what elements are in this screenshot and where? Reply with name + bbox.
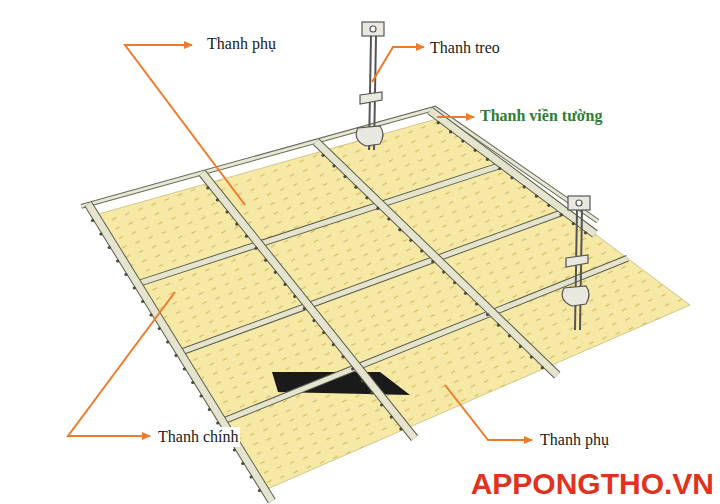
runner-hole: [250, 475, 253, 478]
runner-hole: [293, 295, 296, 298]
runner-hole: [274, 271, 277, 274]
part-label: Thanh treo: [428, 38, 502, 58]
runner-hole: [437, 121, 440, 124]
runner-hole: [354, 186, 357, 189]
runner-hole: [572, 222, 575, 225]
leader-lines: [68, 45, 532, 440]
runner-hole: [559, 213, 562, 216]
runner-hole: [486, 313, 489, 316]
runner-hole: [199, 394, 202, 397]
runner-hole: [530, 355, 533, 358]
runner-hole: [216, 198, 219, 201]
runner-hole: [510, 176, 513, 179]
runner-hole: [225, 210, 228, 213]
runner-hole: [351, 367, 354, 370]
main-runner: [430, 111, 595, 234]
runner-hole: [233, 448, 236, 451]
runner-hole: [343, 175, 346, 178]
runner-hole: [206, 186, 209, 189]
main-runner: [88, 204, 272, 501]
runner-hole: [523, 185, 526, 188]
runner-hole: [124, 273, 127, 276]
main-runner: [202, 173, 414, 438]
runner-hole: [380, 403, 383, 406]
runner-hole: [303, 307, 306, 310]
runner-hole: [149, 313, 152, 316]
runner-hole: [535, 195, 538, 198]
runner-hole: [264, 259, 267, 262]
runner-hole: [442, 271, 445, 274]
runner-hole: [133, 286, 136, 289]
runner-hole: [241, 462, 244, 465]
watermark: APPONGTHO.VN: [469, 466, 716, 501]
runner-hole: [473, 149, 476, 152]
runner-hole: [99, 232, 102, 235]
runner-hole: [321, 154, 324, 157]
main-runner: [202, 173, 414, 438]
part-label: Thanh chính: [156, 427, 240, 447]
runner-hole: [332, 164, 335, 167]
runner-hole: [141, 300, 144, 303]
runner-hole: [508, 334, 511, 337]
main-runner: [430, 111, 595, 234]
runner-hole: [398, 228, 401, 231]
runner-hole: [332, 343, 335, 346]
runner-hole: [258, 489, 261, 492]
grid-bars: [81, 108, 627, 501]
runner-hole: [365, 196, 368, 199]
runner-hole: [254, 247, 257, 250]
runner-hole: [183, 367, 186, 370]
part-label: Thanh phụ: [205, 34, 278, 54]
cross-tee: [223, 258, 628, 421]
runner-hole: [245, 235, 248, 238]
runner-hole: [216, 421, 219, 424]
runner-hole: [235, 222, 238, 225]
runner-hole: [453, 281, 456, 284]
runner-hole: [312, 319, 315, 322]
runner-hole: [191, 381, 194, 384]
runner-hole: [475, 302, 478, 305]
runner-hole: [497, 324, 500, 327]
runner-hole: [519, 345, 522, 348]
runner-hole: [208, 408, 211, 411]
runner-hole: [498, 167, 501, 170]
runner-hole: [390, 415, 393, 418]
part-label: Thanh phụ: [538, 430, 611, 450]
runner-hole: [387, 217, 390, 220]
ceiling-panels: [95, 118, 690, 490]
hanger-2: [562, 196, 590, 330]
runner-hole: [420, 249, 423, 252]
cross-tee: [223, 258, 628, 421]
runner-hole: [361, 379, 364, 382]
runner-hole: [116, 259, 119, 262]
runner-hole: [108, 246, 111, 249]
runner-hole: [341, 355, 344, 358]
runner-hole: [174, 354, 177, 357]
runner-hole: [166, 340, 169, 343]
hanger-1: [356, 22, 384, 150]
runner-hole: [283, 283, 286, 286]
runner-hole: [584, 231, 587, 234]
runner-hole: [399, 428, 402, 431]
runner-hole: [322, 331, 325, 334]
part-label: Thanh viền tường: [478, 106, 605, 126]
runner-hole: [158, 327, 161, 330]
runner-hole: [541, 366, 544, 369]
runner-hole: [370, 391, 373, 394]
runner-hole: [91, 219, 94, 222]
runner-hole: [464, 292, 467, 295]
runner-hole: [486, 158, 489, 161]
runner-hole: [461, 139, 464, 142]
runner-hole: [376, 207, 379, 210]
runner-hole: [547, 204, 550, 207]
runner-hole: [409, 239, 412, 242]
runner-hole: [431, 260, 434, 263]
main-runner: [88, 204, 272, 501]
runner-hole: [449, 130, 452, 133]
